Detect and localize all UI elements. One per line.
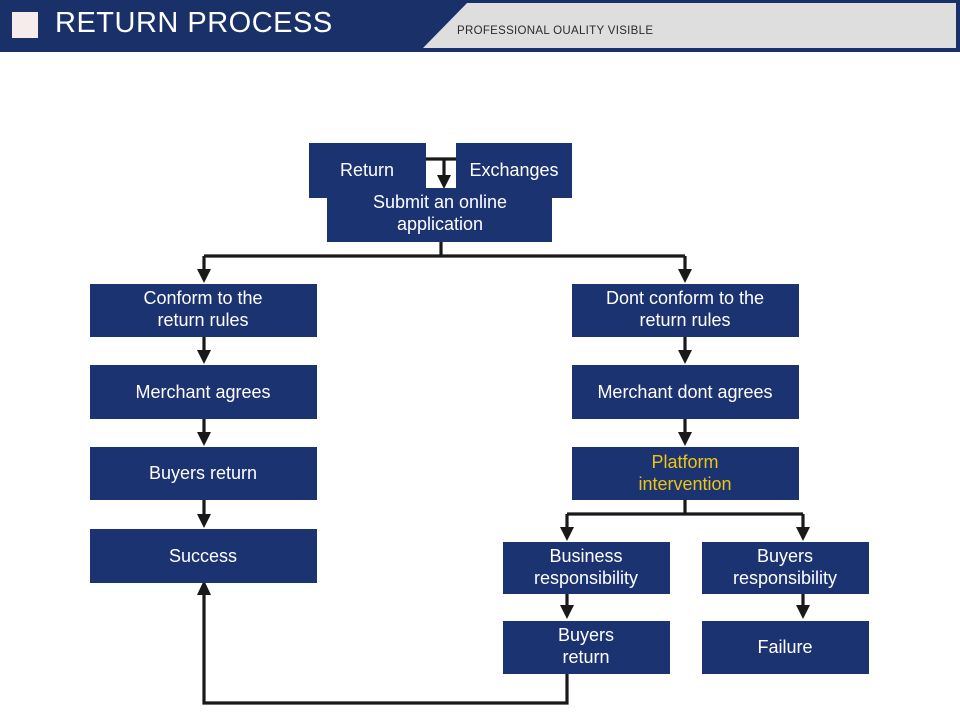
- node-buyers-return-box[interactable]: [90, 447, 317, 500]
- page-title: RETURN PROCESS: [55, 7, 333, 39]
- node-conform-return-rules-label-line1: Conform to the: [143, 288, 262, 308]
- node-return-label: Return: [340, 160, 394, 180]
- arrow-head-feedback-success: [197, 580, 211, 595]
- node-submit-application[interactable]: Submit an online application: [327, 188, 552, 242]
- node-business-responsibility-label-line2: responsibility: [534, 568, 638, 588]
- node-exchanges-label: Exchanges: [469, 160, 558, 180]
- node-merchant-dont-agrees[interactable]: Merchant dont agrees: [572, 365, 799, 419]
- arrow-head-buyers-return-2: [560, 605, 574, 619]
- node-buyers-responsibility[interactable]: Buyers responsibility: [702, 542, 869, 594]
- arrow-head-business-responsibility: [560, 527, 574, 541]
- node-buyers-return-2[interactable]: Buyers return: [503, 621, 670, 674]
- arrow-head-failure: [796, 605, 810, 619]
- node-buyers-responsibility-box[interactable]: [702, 542, 869, 594]
- node-business-responsibility[interactable]: Business responsibility: [503, 542, 670, 594]
- arrow-head-platform: [678, 432, 692, 446]
- arrow-head-merchant-dont-agrees: [678, 350, 692, 364]
- node-platform-intervention-label-line2: intervention: [638, 474, 731, 494]
- flowchart-canvas: Return Exchanges Submit an online applic…: [0, 52, 960, 720]
- arrow-head-buyers-return: [197, 432, 211, 446]
- node-business-responsibility-box[interactable]: [503, 542, 670, 594]
- arrow-head-buyers-responsibility: [796, 527, 810, 541]
- node-submit-application-label-line2: application: [397, 214, 483, 234]
- node-dont-conform-return-rules-label-line1: Dont conform to the: [606, 288, 764, 308]
- arrow-head-success: [197, 514, 211, 528]
- node-merchant-agrees-label: Merchant agrees: [135, 382, 270, 402]
- page-header: RETURN PROCESS PROFESSIONAL OUALITY VISI…: [0, 0, 960, 52]
- node-conform-return-rules-box[interactable]: [90, 284, 317, 337]
- node-buyers-return-2-label-line1: Buyers: [558, 625, 614, 645]
- node-conform-return-rules-label-line2: return rules: [157, 310, 248, 330]
- node-dont-conform-return-rules-box[interactable]: [572, 284, 799, 337]
- header-underline: [0, 48, 960, 52]
- flowchart-svg: Return Exchanges Submit an online applic…: [90, 143, 869, 705]
- node-platform-intervention[interactable]: Platform intervention: [572, 447, 799, 500]
- node-buyers-responsibility-label-line1: Buyers: [757, 546, 813, 566]
- node-merchant-agrees-box[interactable]: [90, 365, 317, 419]
- node-platform-intervention-label-line1: Platform: [651, 452, 718, 472]
- connectors: [197, 145, 810, 705]
- node-failure-box[interactable]: [702, 621, 869, 674]
- node-dont-conform-return-rules-label-line2: return rules: [639, 310, 730, 330]
- node-platform-intervention-box[interactable]: [572, 447, 799, 500]
- square-icon: [12, 12, 38, 38]
- arrow-head-submit: [437, 175, 451, 189]
- node-buyers-return-2-label-line2: return: [562, 647, 609, 667]
- node-failure-label: Failure: [757, 637, 812, 657]
- node-success-label: Success: [169, 546, 237, 566]
- arrow-head-conform: [197, 269, 211, 283]
- node-success-box[interactable]: [90, 529, 317, 583]
- header-subtitle: PROFESSIONAL OUALITY VISIBLE: [457, 25, 654, 37]
- node-submit-application-box[interactable]: [327, 188, 552, 242]
- arrow-head-merchant-agrees: [197, 350, 211, 364]
- node-buyers-return-label: Buyers return: [149, 463, 257, 483]
- arrow-head-dont-conform: [678, 269, 692, 283]
- node-buyers-return-2-box[interactable]: [503, 621, 670, 674]
- node-merchant-dont-agrees-label: Merchant dont agrees: [597, 382, 772, 402]
- node-submit-application-label-line1: Submit an online: [373, 192, 507, 212]
- node-success[interactable]: Success: [90, 529, 317, 583]
- node-merchant-dont-agrees-box[interactable]: [572, 365, 799, 419]
- connector-feedback-loop: [202, 593, 569, 705]
- node-merchant-agrees[interactable]: Merchant agrees: [90, 365, 317, 419]
- header-navy-band: [0, 0, 470, 48]
- node-business-responsibility-label-line1: Business: [549, 546, 622, 566]
- node-dont-conform-return-rules[interactable]: Dont conform to the return rules: [572, 284, 799, 337]
- node-buyers-return[interactable]: Buyers return: [90, 447, 317, 500]
- node-conform-return-rules[interactable]: Conform to the return rules: [90, 284, 317, 337]
- node-failure[interactable]: Failure: [702, 621, 869, 674]
- node-buyers-responsibility-label-line2: responsibility: [733, 568, 837, 588]
